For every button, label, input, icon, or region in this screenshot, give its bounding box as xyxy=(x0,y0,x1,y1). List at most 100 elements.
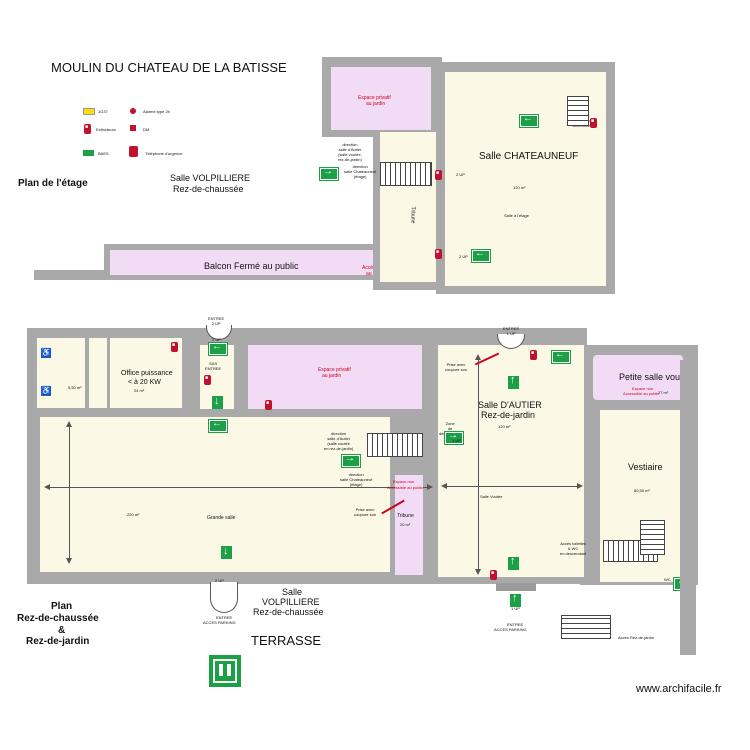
autier-exit-sign-2 xyxy=(445,430,463,444)
wc-accessible-icon-2: ♿ xyxy=(41,386,51,396)
autier-dim-arrow-d xyxy=(475,569,481,575)
autier-label-1: Salle D'AUTIER xyxy=(478,400,542,410)
upper-tribune-label: Tribune xyxy=(409,206,416,224)
chateauneuf-area: 120 m² xyxy=(513,185,526,190)
watermark: www.archifacile.fr xyxy=(636,683,722,695)
wc-label: WC xyxy=(664,577,671,582)
chateauneuf-stairs[interactable] xyxy=(567,96,589,126)
balcony-label: Balcon Fermé au public xyxy=(204,261,299,271)
parking-up-sign xyxy=(510,592,521,607)
grande-down-sign xyxy=(221,545,232,559)
autier-up-sign-1 xyxy=(508,374,519,389)
legend-baes: BAES xyxy=(98,151,109,156)
lower-up-2: 1 UP xyxy=(511,606,520,611)
grande-dim-arrow-u xyxy=(66,421,72,427)
lower-volpilliere-1: Salle xyxy=(282,587,303,597)
dm-icon xyxy=(130,125,136,131)
autier-dim-v xyxy=(478,358,479,573)
vestiaire-label: Vestiaire xyxy=(628,462,663,472)
legend-extincteurs: Extincteurs xyxy=(96,127,116,132)
upper-private-room xyxy=(331,67,431,130)
entree-parking-4: ACCES PARKING xyxy=(494,627,527,632)
jardin-stairs[interactable] xyxy=(561,615,611,639)
autier-dim-arrow-u xyxy=(475,354,481,360)
lower-up-3: 2 UP xyxy=(212,337,221,342)
lower-volpilliere-3: Rez-de-chaussée xyxy=(253,607,324,617)
grande-exit-sign-1 xyxy=(209,418,227,432)
chateauneuf-extinguisher-3 xyxy=(435,249,442,259)
lower-direction-autier: direction salle d'Autier (salle voutée e… xyxy=(324,431,354,451)
right-stairs[interactable] xyxy=(640,520,665,555)
legend-alarm: Alarme type 2b xyxy=(143,109,170,114)
upper-up-1: 2 UP xyxy=(456,172,465,177)
upper-corridor xyxy=(380,132,440,282)
lower-direction-chat: direction salle Chateauneuf (étage) xyxy=(340,472,373,487)
sas-phone xyxy=(204,375,211,385)
lower-plan-label-4: Rez-de-jardin xyxy=(26,636,90,647)
prise-top-label: Prise avec coupure son xyxy=(445,362,468,372)
upper-up-2: 2 UP xyxy=(459,254,468,259)
petite-label-2: Espace non xyxy=(632,386,654,391)
lower-private-room xyxy=(248,345,422,409)
grande-extinguisher xyxy=(265,400,272,410)
chateauneuf-exit-sign-2 xyxy=(472,248,490,262)
office-room xyxy=(110,338,182,408)
right-outer-wall xyxy=(680,360,696,655)
sas-label: SAS ENTREE xyxy=(205,361,222,371)
autier-extinguisher-1 xyxy=(530,350,537,360)
petite-salle-room xyxy=(593,355,683,400)
petite-label-1: Petite salle voutée xyxy=(619,372,693,382)
entree-parking-2: ACCES PARKING xyxy=(203,620,236,625)
autier-label-2: Rez-de-jardin xyxy=(481,410,536,420)
chateauneuf-extinguisher-2 xyxy=(435,170,442,180)
grande-salle-area: 220 m² xyxy=(127,512,140,517)
legend-phone: Téléphone d'urgence xyxy=(145,151,183,156)
lower-volpilliere-2: VOLPILLIERE xyxy=(262,597,320,607)
baes-icon xyxy=(83,150,94,156)
entree-parking-door[interactable] xyxy=(210,582,238,613)
espace-non-1: Espace non xyxy=(393,479,415,484)
lower-up-4: 1 UP xyxy=(452,438,461,443)
terrasse-label: TERRASSE xyxy=(251,633,322,648)
salle-voutee: Salle Voutée xyxy=(480,494,503,499)
alarm-icon xyxy=(130,108,136,114)
upper-espace-prive-2: au jardin xyxy=(366,101,386,107)
upper-direction-chat: direction salle Chateauneuf (étage) xyxy=(344,164,377,179)
autier-area: 120 m² xyxy=(498,424,511,429)
upper-volpilliere-1: Salle VOLPILLIERE xyxy=(170,173,251,183)
lower-plan-label-2: Rez-de-chaussée xyxy=(17,613,99,624)
grande-dim-v xyxy=(69,425,70,562)
assembly-point-icon xyxy=(209,655,241,687)
grande-salle-room xyxy=(40,417,390,572)
page-title: MOULIN DU CHATEAU DE LA BATISSE xyxy=(51,60,287,75)
upper-stairs[interactable] xyxy=(380,162,432,186)
grande-salle-label: Grande salle xyxy=(207,515,236,521)
grande-dim-h xyxy=(48,487,428,488)
tribune-label: Tribune xyxy=(397,513,414,519)
upper-plan-label: Plan de l'étage xyxy=(18,178,88,189)
chateauneuf-extinguisher xyxy=(590,118,597,128)
lower-plan-label-3: & xyxy=(58,625,66,636)
entree-top-label: ENTREE 2 UP xyxy=(208,316,225,326)
office-extinguisher xyxy=(171,342,178,352)
upper-volpilliere-2: Rez-de-chaussée xyxy=(173,184,244,194)
grande-dim-arrow-d xyxy=(66,558,72,564)
grande-dim-arrow-r xyxy=(427,484,433,490)
tribune-room xyxy=(395,475,423,575)
autier-dim-h xyxy=(445,486,580,487)
lower-stairs[interactable] xyxy=(367,433,423,457)
upper-direction-autier: direction salle d'Autier (salle voutée, … xyxy=(338,142,362,162)
grande-exit-sign-2 xyxy=(342,453,360,467)
office-label-2: < à 20 KW xyxy=(128,379,161,386)
upper-espace-prive-1: Espace privatif xyxy=(358,95,391,101)
small-room xyxy=(89,338,107,408)
petite-area: 27 m² xyxy=(658,390,669,395)
acces-jardin: Accès Rez-de-jardin xyxy=(618,635,655,640)
phone-icon xyxy=(129,146,138,157)
entree-parking-1: ENTREE xyxy=(216,615,233,620)
office-label-1: Office puissance xyxy=(121,370,173,377)
autier-up-sign-2 xyxy=(508,555,519,570)
legend-1g37: 1G37 xyxy=(98,109,108,114)
alarm-1g37-icon xyxy=(83,108,95,115)
chateauneuf-exit-sign-1 xyxy=(520,113,538,127)
